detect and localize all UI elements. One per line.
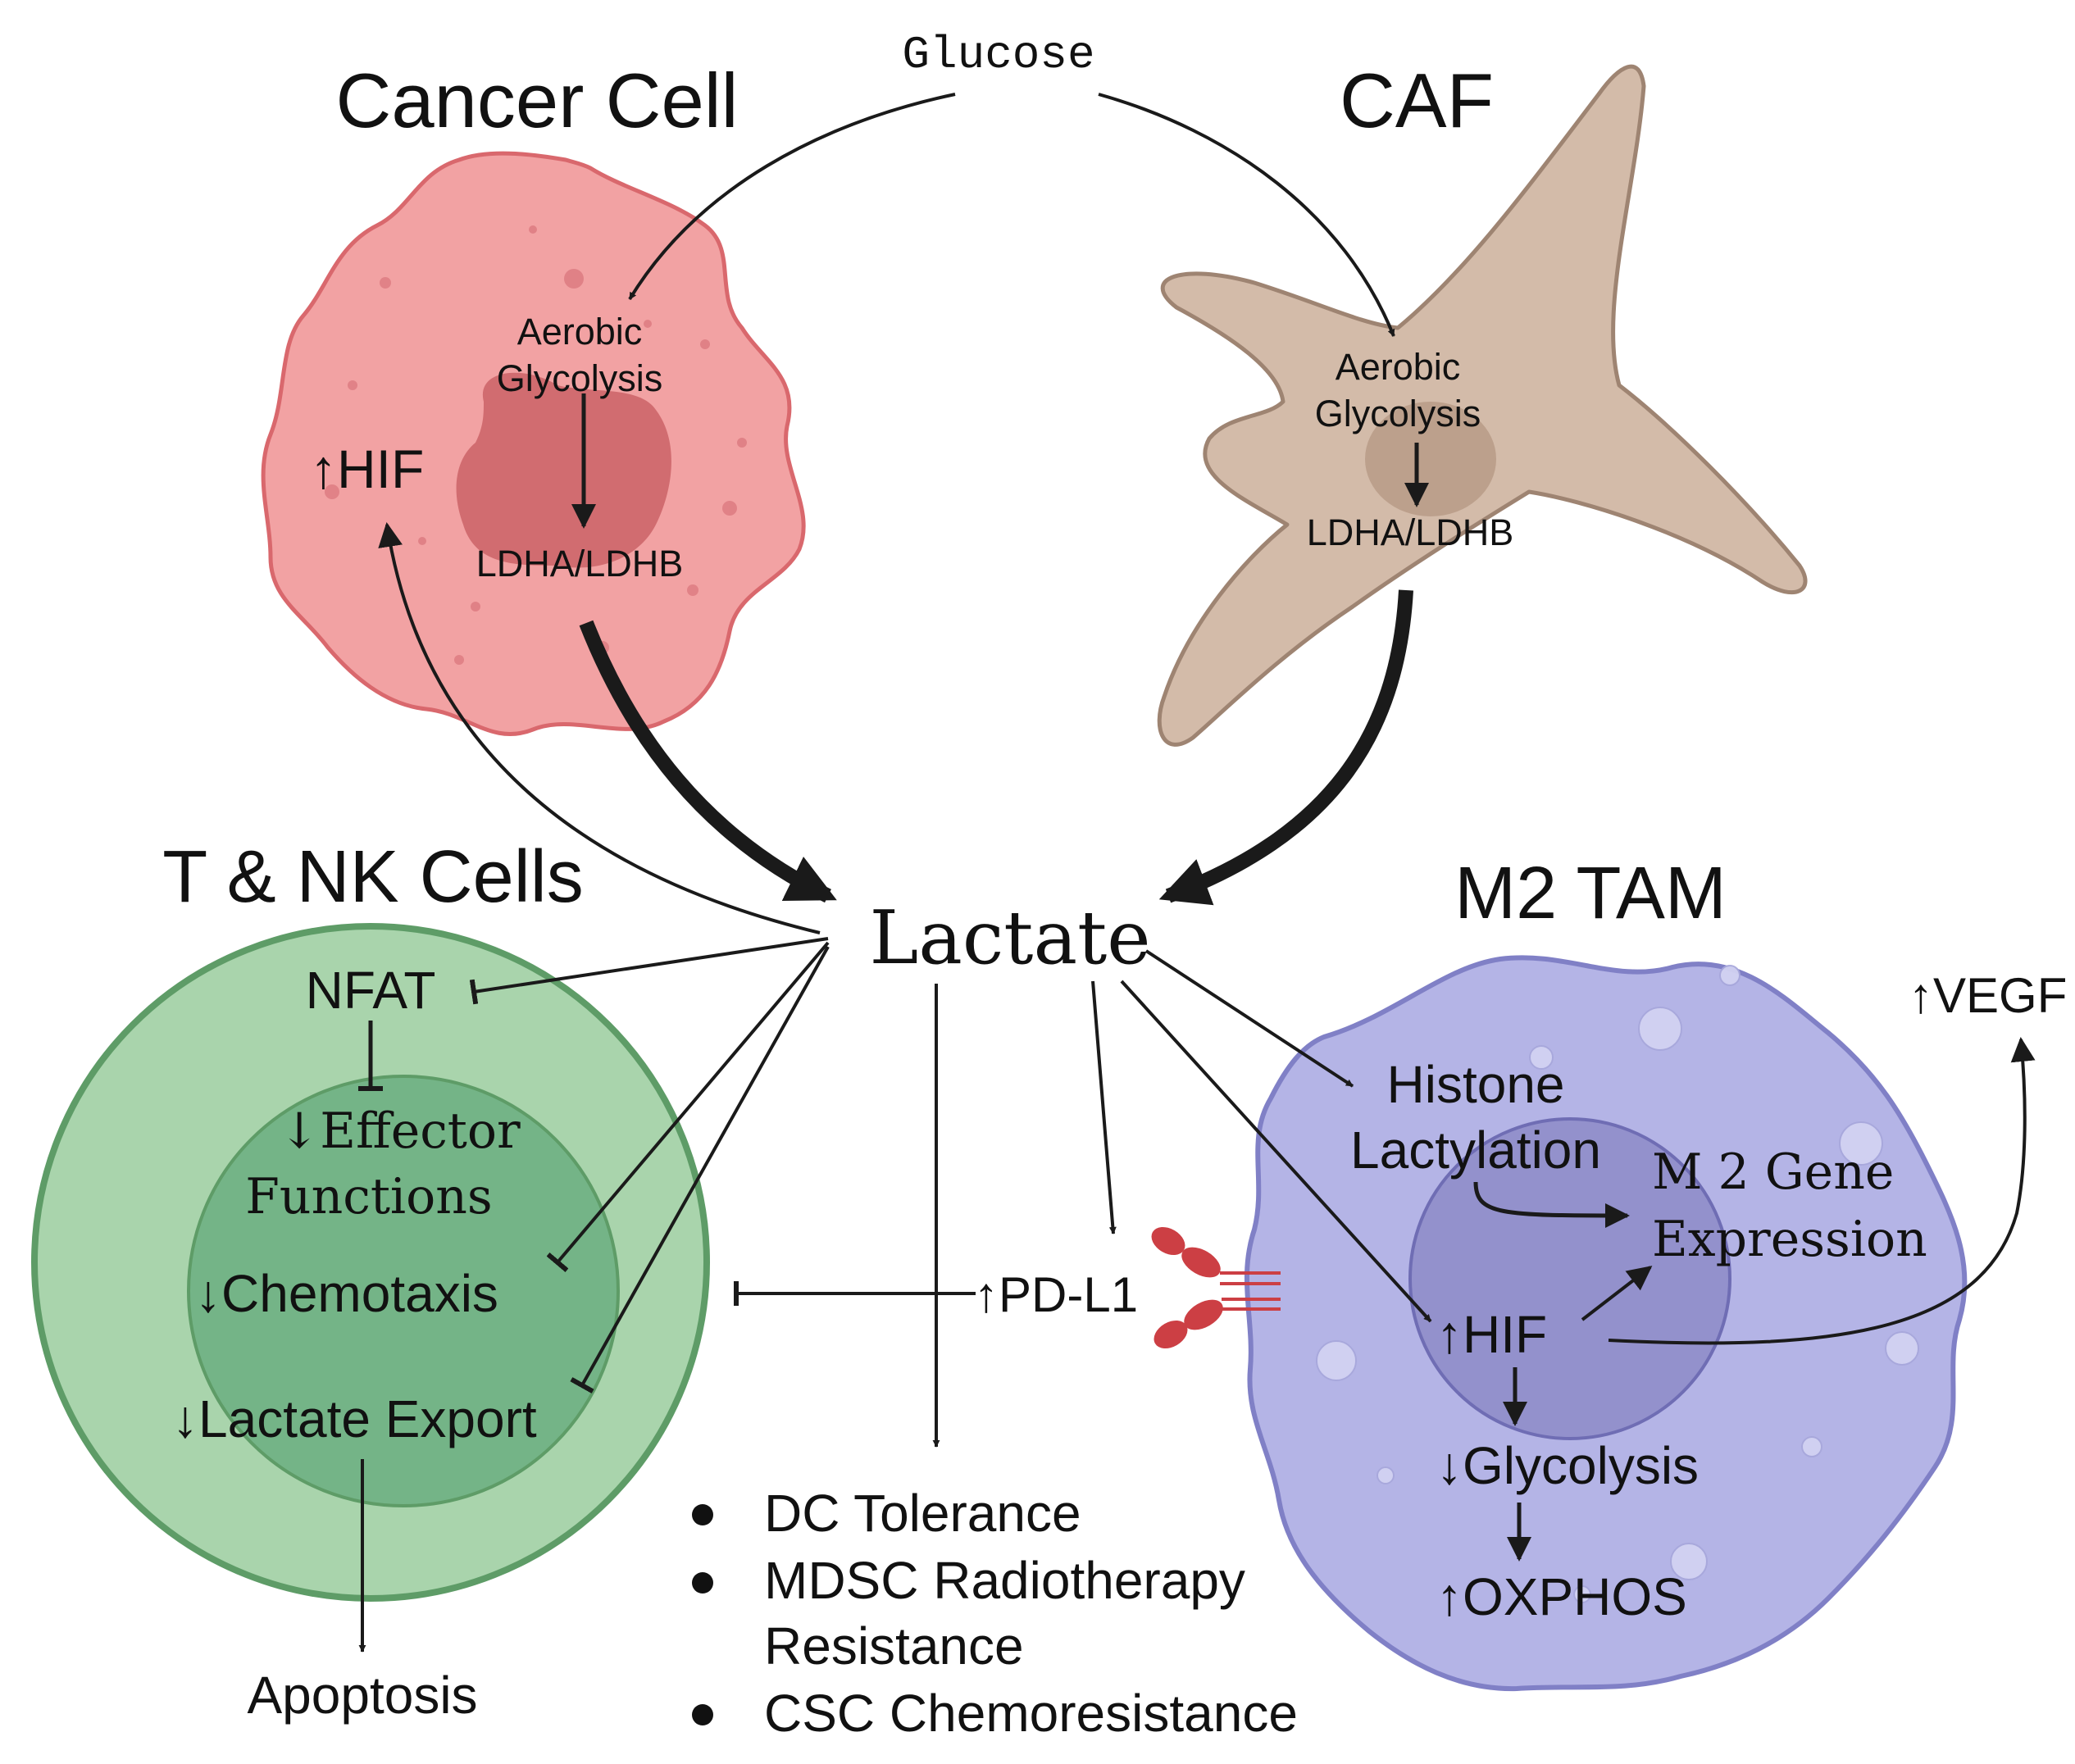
cancer-hif-label: ↑HIF bbox=[310, 439, 424, 499]
tam-hif-to-m2-arrow bbox=[1581, 1266, 1653, 1321]
lactate-to-histone-arrow bbox=[1144, 949, 1354, 1088]
tnk-cell bbox=[31, 923, 710, 1602]
caf-to-lactate-arrow bbox=[1158, 589, 1413, 906]
m2-gene-label-line1: M 2 Gene bbox=[1652, 1143, 1894, 1201]
lactate-inhibits-lactate-export bbox=[570, 946, 830, 1393]
glucose-to-cancer-arrow bbox=[628, 93, 956, 301]
caf-ldh-label: LDHA/LDHB bbox=[1307, 511, 1514, 553]
lactate-inhibits-chemotaxis bbox=[546, 941, 830, 1272]
tam-oxphos-label: ↑OXPHOS bbox=[1436, 1567, 1687, 1626]
lactate-to-tam-hif-arrow bbox=[1120, 980, 1432, 1323]
histone-label-line1: Histone bbox=[1387, 1055, 1565, 1114]
labels: Glucose Cancer Cell CAF Aerobic Glycolys… bbox=[162, 29, 2067, 1743]
bullet-mdsc-line1: MDSC Radiotherapy bbox=[764, 1551, 1245, 1610]
cancer-cell bbox=[261, 151, 806, 736]
glucose-to-caf-arrow bbox=[1098, 93, 1395, 337]
nfat-label: NFAT bbox=[306, 961, 436, 1020]
tam-hif-to-vegf-arrow bbox=[1608, 1037, 2036, 1345]
cancer-aerobic-label: Aerobic bbox=[517, 311, 643, 352]
effector-label-line2: Functions bbox=[245, 1168, 492, 1225]
caf-aerobic-label: Aerobic bbox=[1336, 346, 1461, 388]
pdl1-receptor-top bbox=[1151, 1226, 1281, 1285]
bullet-dc-tolerance: DC Tolerance bbox=[764, 1484, 1081, 1543]
bullet-mdsc-line2: Resistance bbox=[764, 1616, 1024, 1675]
tam-cell bbox=[1244, 955, 1968, 1692]
histone-to-m2-arrow bbox=[1473, 1181, 1630, 1228]
cancer-to-lactate-arrow bbox=[579, 620, 837, 903]
histone-label-line2: Lactylation bbox=[1350, 1121, 1601, 1180]
lactate-export-label: ↓Lactate Export bbox=[172, 1389, 537, 1448]
cancer-ldh-label: LDHA/LDHB bbox=[476, 543, 684, 584]
tam-hif-label: ↑HIF bbox=[1436, 1305, 1547, 1364]
cancer-glycolysis-label: Glycolysis bbox=[497, 357, 663, 399]
effector-label-line1: ↓Effector bbox=[279, 1102, 521, 1160]
caf-cell bbox=[1157, 64, 1808, 747]
tam-glycolysis-label: ↓Glycolysis bbox=[1436, 1436, 1699, 1495]
tnk-nucleus bbox=[187, 1075, 620, 1507]
caf-glycolysis-label: Glycolysis bbox=[1315, 393, 1481, 434]
lactate-label: Lactate bbox=[869, 895, 1150, 981]
cancer-speckles bbox=[325, 225, 747, 665]
tam-vesicles bbox=[1316, 965, 1919, 1603]
cancer-cell-title: Cancer Cell bbox=[335, 57, 738, 143]
tam-title: M2 TAM bbox=[1454, 852, 1727, 934]
caf-title: CAF bbox=[1340, 57, 1494, 143]
lactate-inhibits-nfat bbox=[469, 937, 829, 1005]
pdl1-receptors bbox=[1151, 1226, 1281, 1349]
caf-nucleus bbox=[1365, 402, 1496, 516]
pdl1-label: ↑PD-L1 bbox=[974, 1267, 1138, 1322]
pdl1-receptor-bottom bbox=[1154, 1298, 1281, 1349]
cancer-nucleus bbox=[456, 372, 671, 568]
caf-body bbox=[1157, 64, 1808, 747]
tnk-title: T & NK Cells bbox=[162, 836, 583, 918]
lactate-to-cancer-hif-arrow bbox=[378, 522, 821, 934]
glucose-label: Glucose bbox=[902, 29, 1094, 81]
connectors bbox=[358, 93, 2036, 1653]
tam-nucleus bbox=[1408, 1117, 1731, 1440]
bullet-csc-chemoresistance: CSC Chemoresistance bbox=[764, 1684, 1298, 1743]
vegf-label: ↑VEGF bbox=[1909, 968, 2067, 1023]
bullet-dots bbox=[692, 1504, 713, 1725]
apoptosis-label: Apoptosis bbox=[247, 1666, 477, 1725]
m2-gene-label-line2: Expression bbox=[1652, 1211, 1927, 1268]
chemotaxis-label: ↓Chemotaxis bbox=[195, 1264, 498, 1323]
lactate-to-pdl1-arrow bbox=[1091, 980, 1117, 1234]
